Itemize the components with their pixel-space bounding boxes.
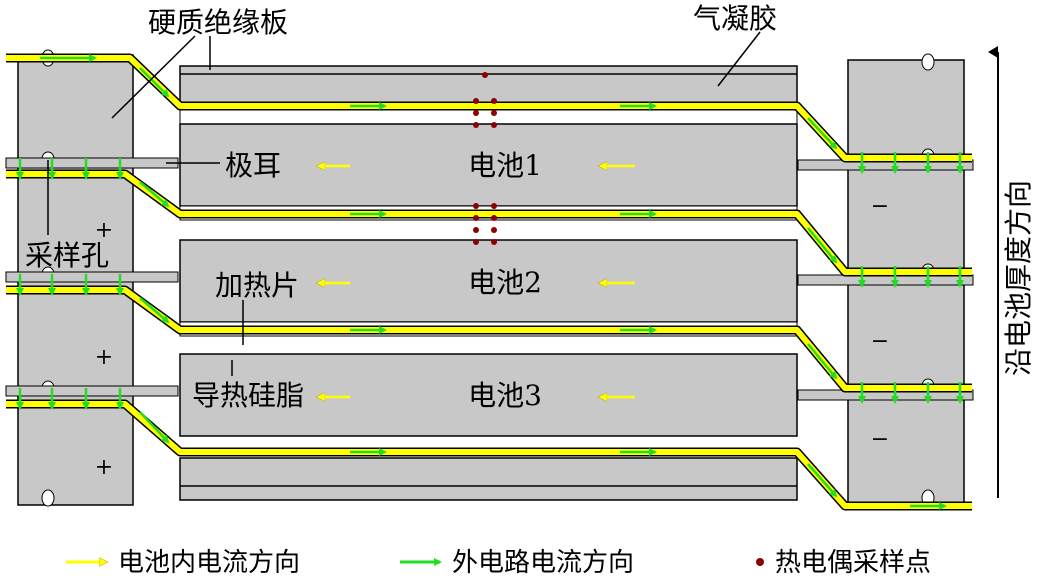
thickness-direction-label: 沿电池厚度方向 xyxy=(1002,180,1035,376)
insulation-board-label: 硬质绝缘板 xyxy=(148,6,288,39)
tab-label: 极耳 xyxy=(225,149,281,182)
legend-item-thermocouple: 热电偶采样点 xyxy=(775,548,931,578)
aerogel-label: 气凝胶 xyxy=(693,2,777,35)
negative-sign: − xyxy=(871,427,889,452)
right-bus-plate: − − − xyxy=(797,53,974,507)
callouts xyxy=(47,31,761,376)
legend: 电池内电流方向 外电路电流方向 热电偶采样点 xyxy=(66,548,931,578)
heater-label: 加热片 xyxy=(215,269,299,302)
mounting-hole xyxy=(41,489,55,507)
internal-current-arrows xyxy=(318,166,635,397)
battery-cell-2 xyxy=(179,239,798,323)
battery-cell-1 xyxy=(179,123,798,207)
positive-sign: + xyxy=(95,455,113,480)
aerogel-layer xyxy=(179,65,798,107)
legend-item-external-current: 外电路电流方向 xyxy=(452,548,634,578)
cell-label-3: 电池3 xyxy=(468,379,542,412)
cell-label-1: 电池1 xyxy=(468,149,542,182)
thermocouple-dot-icon xyxy=(756,558,764,566)
negative-sign: − xyxy=(871,194,889,219)
conductors xyxy=(6,53,972,511)
cell-label-2: 电池2 xyxy=(468,266,542,299)
aerogel-layer xyxy=(179,457,798,501)
legend-item-internal-current: 电池内电流方向 xyxy=(118,548,300,578)
sampling-hole-label: 采样孔 xyxy=(25,239,109,272)
thermocouple-points xyxy=(473,72,497,245)
mounting-hole xyxy=(921,53,935,71)
left-bus-plate: + + + xyxy=(5,49,179,507)
positive-sign: + xyxy=(95,345,113,370)
negative-sign: − xyxy=(871,329,889,354)
battery-cell-3 xyxy=(179,353,798,437)
thermal-grease-label: 导热硅脂 xyxy=(192,379,304,412)
positive-sign: + xyxy=(95,218,113,243)
external-current-arrows xyxy=(16,54,964,510)
